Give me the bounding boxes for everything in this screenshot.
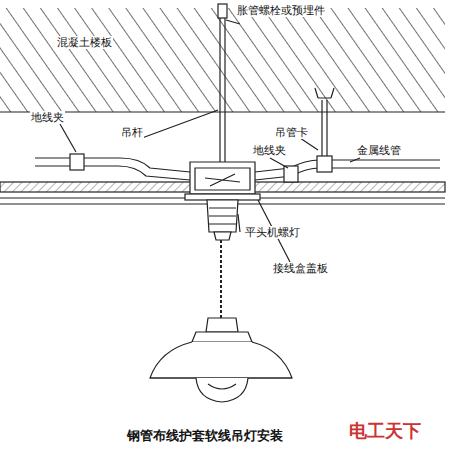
part-label: 金属线管	[356, 144, 402, 157]
part-label: 平头机螺灯	[244, 226, 301, 239]
part-label: 接线盒盖板	[272, 262, 329, 275]
part-label: 混凝土楼板	[56, 36, 113, 49]
caption: 钢管布线护套软线吊灯安装	[126, 428, 284, 444]
watermark: 电工天下	[348, 420, 422, 442]
part-label: 地线夹	[30, 111, 65, 124]
part-label: 吊杆	[120, 126, 144, 139]
part-label: 吊管卡	[274, 126, 309, 139]
part-label: 地线夹	[252, 144, 287, 157]
part-label: 胀管螺栓或预埋件	[236, 4, 326, 17]
